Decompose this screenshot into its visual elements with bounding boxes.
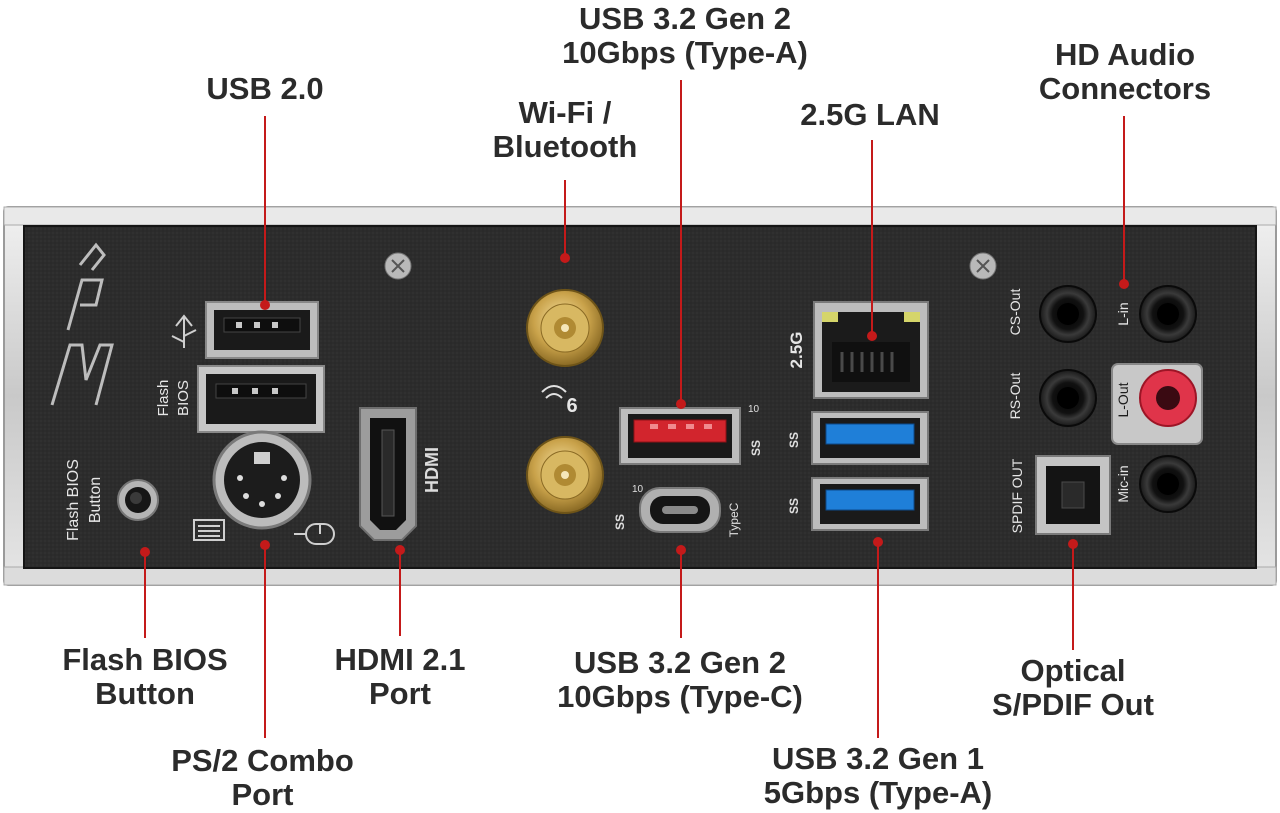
hdmi-logo: HDMI — [422, 447, 442, 493]
callout-lan-line1: 2.5G LAN — [800, 97, 940, 132]
dot-lan — [867, 331, 877, 341]
wifi-antenna-top — [526, 289, 604, 367]
dot-optical — [1068, 539, 1078, 549]
hdmi-port — [359, 407, 417, 541]
hdmi-logo-text: HDMI — [422, 447, 442, 493]
callout-usb-gen1-line1: USB 3.2 Gen 1 — [772, 741, 984, 776]
usb-gen2-typea-port — [619, 407, 741, 465]
callout-ps2-line2: Port — [231, 777, 294, 812]
callout-usb-gen2-typea: USB 3.2 Gen 2 10Gbps (Type-A) — [540, 2, 830, 70]
dot-usb-gen1 — [873, 537, 883, 547]
wifi6-label: 6 — [566, 395, 577, 417]
ss-label: SS — [749, 440, 763, 456]
ss10-logo-typea: SS 10 — [748, 404, 763, 456]
callout-usb2: USB 2.0 — [185, 72, 345, 106]
audio-jack-mic-in — [1139, 455, 1197, 513]
spdif-port — [1035, 455, 1111, 535]
audio-jack-l-in — [1139, 285, 1197, 343]
rs-out-label: RS-Out — [1007, 373, 1023, 420]
flash-bios-usb-port — [197, 365, 325, 433]
mouse-icon — [294, 523, 335, 545]
flash-bios-button-line2: Button — [87, 477, 104, 523]
callout-optical: Optical S/PDIF Out — [965, 654, 1181, 722]
lan-speed-label: 2.5G — [787, 332, 806, 369]
l-in-label: L-in — [1115, 302, 1131, 325]
callout-usb-gen1-line2: 5Gbps (Type-A) — [763, 775, 993, 810]
callout-hdmi: HDMI 2.1 Port — [310, 643, 490, 711]
keyboard-icon — [193, 519, 225, 541]
flash-bios-port-line1: Flash — [155, 380, 172, 417]
usb2-port — [205, 301, 319, 359]
screw — [384, 252, 997, 280]
audio-jack-l-out — [1111, 363, 1203, 445]
callout-ps2-line1: PS/2 Combo — [171, 743, 354, 778]
mpg-logo — [50, 242, 114, 406]
callout-usb-gen2-typea-line2: 10Gbps (Type-A) — [562, 35, 808, 70]
callout-usb-gen2-typec-line1: USB 3.2 Gen 2 — [574, 645, 786, 680]
callout-flash-bios-line2: Button — [95, 676, 195, 711]
mic-in-label: Mic-in — [1115, 465, 1131, 502]
callout-wifi-line1: Wi-Fi / — [518, 95, 612, 130]
dot-wifi — [560, 253, 570, 263]
ps2-port — [212, 430, 312, 530]
wifi6-icon: 6 — [541, 385, 578, 417]
callout-usb-gen2-typec-line2: 10Gbps (Type-C) — [557, 679, 803, 714]
audio-labels: CS-Out RS-Out SPDIF OUT L-in L-Out Mic-i… — [1007, 289, 1131, 534]
ss-label-c: SS — [613, 514, 627, 530]
usb-gen1-port-upper — [811, 411, 929, 465]
callout-wifi: Wi-Fi / Bluetooth — [470, 96, 660, 164]
flash-bios-button — [117, 479, 159, 521]
flash-bios-labels: Flash BIOS Button Flash BIOS — [65, 380, 192, 541]
callout-usb2-line1: USB 2.0 — [206, 71, 324, 106]
callout-wifi-line2: Bluetooth — [492, 129, 638, 164]
dot-audio — [1119, 279, 1129, 289]
ss-label-g1b: SS — [787, 498, 801, 514]
callout-hdmi-line2: Port — [369, 676, 431, 711]
dot-hdmi — [395, 545, 405, 555]
lan-speed-text: 2.5G — [787, 332, 806, 369]
callout-optical-line1: Optical — [1020, 653, 1126, 688]
callout-lan: 2.5G LAN — [780, 98, 960, 132]
usb-typec-port — [639, 487, 721, 533]
ss10-logo-typec: SS 10 TypeC — [613, 484, 741, 537]
dot-usb-gen2-a — [676, 399, 686, 409]
ss-label-g1a: SS — [787, 432, 801, 448]
dot-usb2 — [260, 300, 270, 310]
dot-typec — [676, 545, 686, 555]
ss-logo-gen1: SS SS — [787, 432, 801, 514]
cs-out-label: CS-Out — [1007, 289, 1023, 336]
callout-flash-bios-line1: Flash BIOS — [62, 642, 228, 677]
callout-hdmi-line1: HDMI 2.1 — [334, 642, 466, 677]
gen10-label-c: 10 — [632, 484, 644, 495]
callout-audio-line2: Connectors — [1038, 71, 1212, 106]
callout-usb-gen2-typec: USB 3.2 Gen 2 10Gbps (Type-C) — [530, 646, 830, 714]
callout-flash-bios: Flash BIOS Button — [40, 643, 250, 711]
usb-gen1-port-lower — [811, 477, 929, 531]
wifi-antenna-bottom — [526, 436, 604, 514]
callout-usb-gen2-typea-line1: USB 3.2 Gen 2 — [579, 1, 791, 36]
flash-bios-button-line1: Flash BIOS — [65, 459, 82, 541]
dot-ps2 — [260, 540, 270, 550]
callout-ps2: PS/2 Combo Port — [150, 744, 375, 812]
l-out-label: L-Out — [1115, 382, 1131, 417]
callout-lines — [140, 80, 1129, 738]
callout-audio-line1: HD Audio — [1054, 37, 1196, 72]
callout-optical-line2: S/PDIF Out — [992, 687, 1154, 722]
callout-audio: HD Audio Connectors — [1020, 38, 1230, 106]
usb-icon — [171, 314, 197, 348]
gen10-label-a: 10 — [748, 404, 760, 415]
callout-usb-gen1: USB 3.2 Gen 1 5Gbps (Type-A) — [742, 742, 1014, 810]
dot-flash-bios — [140, 547, 150, 557]
spdif-out-label: SPDIF OUT — [1009, 458, 1025, 533]
flash-bios-port-line2: BIOS — [175, 380, 192, 416]
audio-jack-rs-out — [1039, 369, 1097, 427]
typec-label: TypeC — [727, 502, 741, 537]
audio-jack-cs-out — [1039, 285, 1097, 343]
